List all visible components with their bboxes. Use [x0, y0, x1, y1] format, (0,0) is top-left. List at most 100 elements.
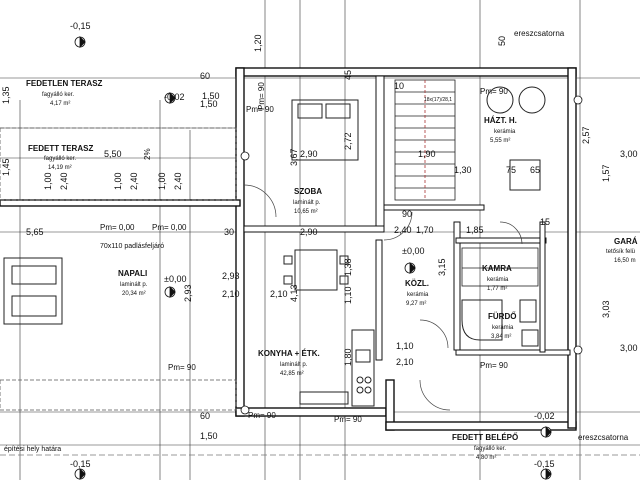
dimension-label: 1,70: [416, 225, 434, 235]
dimension-label: 3,00: [620, 149, 638, 159]
level-markers: [74, 36, 583, 480]
dimension-label: 1,30: [454, 165, 472, 175]
level-bottom-left: -0,15: [70, 459, 91, 469]
room-area-fedett-terasz: 14,19 m²: [48, 165, 72, 171]
dimension-label: 1,10: [343, 286, 353, 304]
room-material-furdo: kerámia: [492, 325, 514, 331]
terrace-outline: [0, 127, 237, 411]
dimension-label: 1,50: [200, 99, 218, 109]
room-material-napali: laminált p.: [120, 282, 148, 288]
dimension-label: 3,03: [601, 300, 611, 318]
dimension-label: 1,45: [1, 158, 11, 176]
dimension-label: 1,50: [202, 91, 220, 101]
dimension-label: 3,00: [620, 343, 638, 353]
dimension-label: 15: [540, 217, 551, 227]
room-material-fedett-belepo: fagyálló ker.: [474, 446, 507, 452]
room-name-napali: NAPALI: [118, 269, 148, 278]
room-area-kamra: 1,77 m²: [487, 286, 508, 292]
room-name-hazt: HÁZT. H.: [484, 116, 517, 125]
room-name-kamra: KAMRA: [482, 264, 512, 273]
room-name-fedett-terasz: FEDETT TERASZ: [28, 144, 94, 153]
dimension-label: 2,93: [222, 271, 240, 281]
room-area-furdo: 3,84 m²: [491, 334, 512, 340]
dimension-label: 75: [506, 165, 517, 175]
room-material-fedetlen-terasz: fagyálló ker.: [42, 92, 75, 98]
staircase: [394, 79, 456, 201]
room-name-kozl: KÖZL.: [405, 279, 429, 288]
room-material-kamra: kerámia: [487, 277, 509, 283]
level-bottom-right: -0,15: [534, 459, 555, 469]
dimension-label: 1,00: [113, 172, 123, 190]
dimension-label: 2,90: [300, 149, 318, 159]
level-top-left: -0,15: [70, 21, 91, 31]
dimension-label: 60: [200, 411, 211, 421]
room-area-konyha: 42,85 m²: [280, 371, 304, 377]
room-name-fedetlen-terasz: FEDETLEN TERASZ: [26, 79, 103, 88]
room-area-garazs: 16,50 m: [614, 258, 636, 264]
parapet-label: Pm= 90: [480, 87, 508, 96]
bed: [291, 99, 359, 161]
room-name-fedett-belepo: FEDETT BELÉPŐ: [452, 433, 519, 442]
room-material-szoba: laminált p.: [293, 200, 321, 206]
gutter-label-bottom: ereszcsatorna: [578, 433, 629, 442]
parapet-label: Pm= 0,00: [152, 223, 187, 232]
slope-label: 2%: [143, 148, 152, 160]
dimension-label: 2,40: [129, 172, 139, 190]
kitchen-counter: [299, 329, 375, 407]
dimension-label: 2,10: [270, 289, 288, 299]
room-area-fedetlen-terasz: 4,17 m²: [50, 101, 71, 107]
dimension-label: 2,10: [396, 357, 414, 367]
parapet-label: Pm= 90: [168, 363, 196, 372]
dimension-label: 1,00: [157, 172, 167, 190]
sofa: [3, 257, 63, 325]
dimension-label: 1,90: [418, 149, 436, 159]
dimension-label: 45: [343, 69, 353, 80]
gutter-label-top: ereszcsatorna: [514, 29, 565, 38]
room-name-furdo: FÜRDŐ: [488, 312, 517, 321]
dimension-label: 60: [200, 71, 211, 81]
dining-table: [283, 249, 349, 291]
room-name-konyha: KONYHA + ÉTK.: [258, 349, 320, 358]
level-kozl: ±0,00: [402, 246, 425, 256]
dimension-label: 1,10: [396, 341, 414, 351]
stair-info: 18x(17)/28,1: [424, 97, 453, 103]
room-material-garazs: tetősík felü: [606, 249, 636, 255]
bathroom-fixtures: [461, 299, 539, 347]
room-area-kozl: 9,27 m²: [406, 301, 427, 307]
boiler-tanks: [486, 86, 546, 191]
dimension-label: 1,38: [343, 258, 353, 276]
level-belepo: -0,02: [534, 411, 555, 421]
room-material-fedett-terasz: fagyálló ker.: [44, 156, 77, 162]
level-napali: ±0,00: [164, 274, 187, 284]
dimension-label: 1,85: [466, 225, 484, 235]
level-terasz: -0,02: [164, 92, 185, 102]
room-material-kozl: kerámia: [407, 292, 429, 298]
building-boundary-label: építési hely határa: [4, 446, 62, 453]
room-name-garazs: GARÁ: [614, 237, 638, 246]
room-material-hazt: kerámia: [494, 129, 516, 135]
dimension-label: 65: [530, 165, 541, 175]
dimension-label: 5,65: [26, 227, 44, 237]
parapet-label: Pm= 0,00: [100, 223, 135, 232]
dimension-label: 2,10: [222, 289, 240, 299]
dimension-label: 30: [224, 227, 235, 237]
parapet-label: Pm= 90: [248, 411, 276, 420]
dimension-label: 1,35: [1, 86, 11, 104]
dimension-label: 2,40: [173, 172, 183, 190]
parapet-label: Pm= 90: [257, 82, 266, 110]
door-swings: [243, 184, 523, 411]
dimension-label: 2,93: [183, 284, 193, 302]
dimension-label: 3,67: [289, 148, 299, 166]
parapet-label: Pm= 90: [334, 415, 362, 424]
dimension-label: 50: [497, 35, 507, 46]
dimension-label: 1,80: [343, 348, 353, 366]
room-material-konyha: laminált p.: [280, 362, 308, 368]
dimension-label: 90: [402, 209, 413, 219]
room-name-szoba: SZOBA: [294, 187, 322, 196]
attic-hatch-label: 70x110 padlásfeljáró: [100, 243, 165, 250]
dimension-label: 3,15: [437, 258, 447, 276]
exterior-walls: [0, 67, 577, 431]
dimension-label: 2,57: [581, 126, 591, 144]
dimension-label: 1,50: [200, 431, 218, 441]
